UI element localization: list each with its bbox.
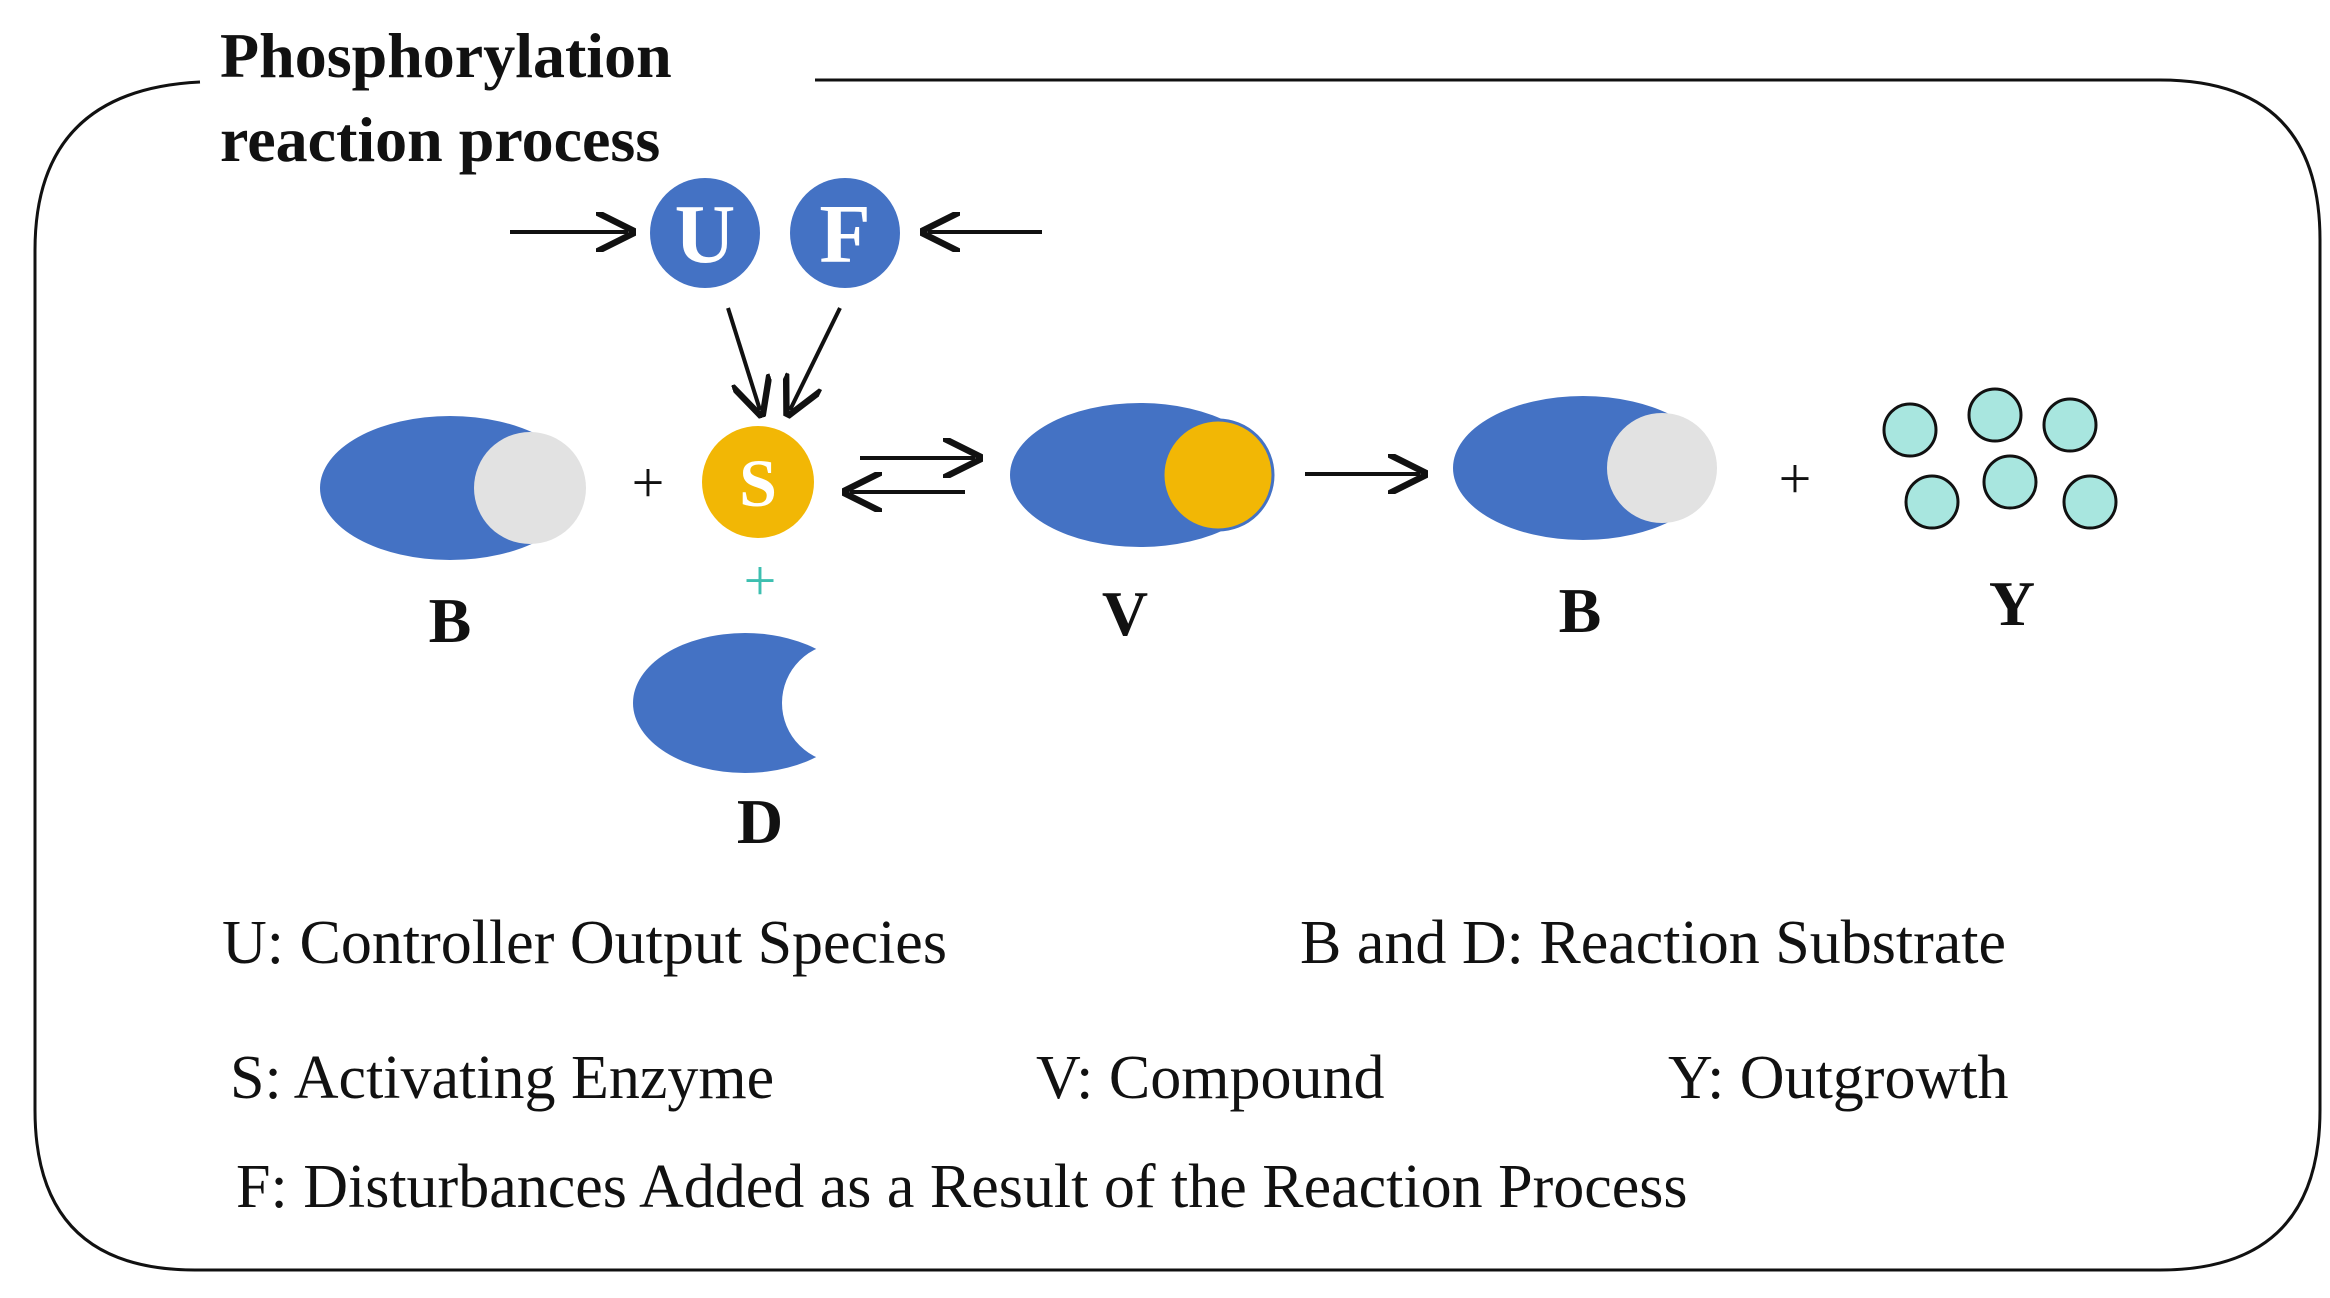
y-dot: [2042, 397, 2098, 453]
b-right-label: B: [1559, 575, 1602, 646]
y-dot: [2062, 474, 2118, 530]
legend-y: Y: Outgrowth: [1668, 1044, 2009, 1112]
y-dot: [1967, 387, 2023, 443]
d-bite: [782, 643, 902, 763]
legend-u: U: Controller Output Species: [222, 909, 947, 977]
y-dot: [1904, 474, 1960, 530]
s-circle: [702, 426, 814, 538]
plus-b-y: +: [1779, 446, 1812, 511]
plus-b-s: +: [632, 450, 665, 515]
v-label: V: [1102, 578, 1148, 649]
b-left-label: B: [429, 585, 472, 656]
legend-b-and-d: B and D: Reaction Substrate: [1300, 909, 2006, 977]
b-left-site: [474, 432, 586, 544]
legend-f: F: Disturbances Added as a Result of the…: [236, 1153, 1688, 1221]
f-circle: [790, 178, 900, 288]
frame-border: [33, 78, 2322, 1272]
y-dot: [1982, 454, 2038, 510]
u-label: U: [675, 188, 736, 281]
y-dot: [1882, 402, 1938, 458]
diagram-title: Phosphorylation reaction process: [220, 14, 672, 182]
arrow-u-to-s: [726, 307, 760, 410]
legend-s: S: Activating Enzyme: [230, 1044, 775, 1112]
title-line-2: reaction process: [220, 104, 661, 175]
y-label: Y: [1989, 568, 2035, 639]
d-label: D: [737, 786, 783, 857]
plus-s-d: +: [744, 548, 777, 613]
s-label: S: [739, 445, 777, 521]
v-site: [1161, 418, 1275, 532]
b-right-site: [1607, 413, 1717, 523]
u-circle: [650, 178, 760, 288]
f-label: F: [819, 188, 870, 281]
title-line-1: Phosphorylation: [220, 20, 672, 91]
legend-v: V: Compound: [1036, 1044, 1385, 1112]
arrow-f-to-s: [790, 307, 842, 410]
